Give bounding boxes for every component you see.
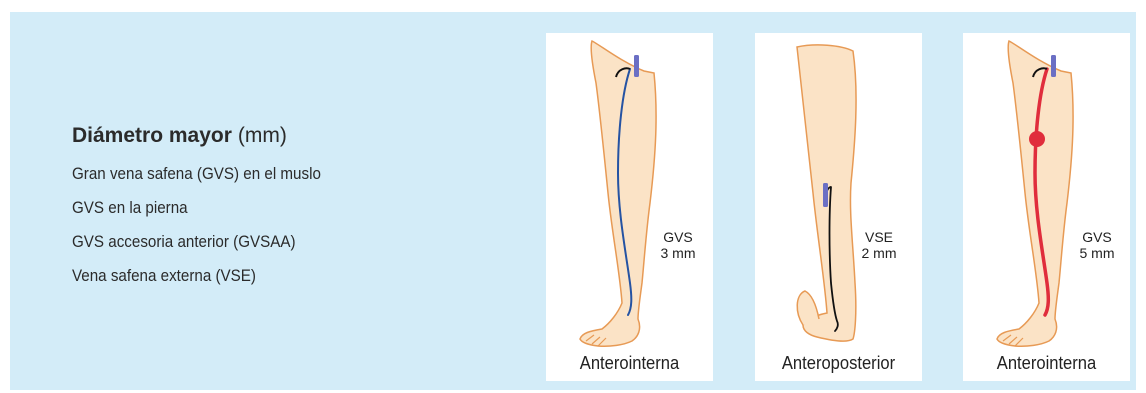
heel-shape: [797, 291, 819, 325]
view-caption-2: Anteroposterior: [762, 353, 916, 374]
measure-vein: GVS: [1067, 229, 1127, 245]
measure-diameter: 2 mm: [849, 245, 909, 261]
legend-item-vse: Vena safena externa (VSE): [72, 268, 321, 302]
ultrasound-marker: [823, 183, 828, 207]
legend-title-text: Diámetro mayor: [72, 124, 232, 148]
measure-vein: GVS: [648, 229, 708, 245]
ultrasound-marker: [634, 55, 639, 77]
legend-list: Gran vena safena (GVS) en el muslo GVS e…: [72, 166, 343, 302]
varicose-dilation: [1029, 131, 1045, 147]
measure-diameter: 3 mm: [648, 245, 708, 261]
leg-card-1: GVS 3 mm Anterointerna: [546, 33, 713, 381]
leg-illustration-3: [963, 33, 1130, 381]
measure-vein: VSE: [849, 229, 909, 245]
leg-card-3: GVS 5 mm Anterointerna: [963, 33, 1130, 381]
view-caption-3: Anterointerna: [970, 353, 1124, 374]
legend-item-gvs-calf: GVS en la pierna: [72, 200, 321, 234]
legend-item-gvs-thigh: Gran vena safena (GVS) en el muslo: [72, 166, 321, 200]
legend-title-unit: (mm): [238, 124, 287, 148]
leg-illustration-2: [755, 33, 922, 381]
view-caption-1: Anterointerna: [553, 353, 707, 374]
measure-diameter: 5 mm: [1067, 245, 1127, 261]
legend: Diámetro mayor (mm) Gran vena safena (GV…: [72, 124, 343, 302]
ultrasound-marker: [1051, 55, 1056, 77]
measure-label-2: VSE 2 mm: [849, 229, 909, 261]
legend-item-gvsaa: GVS accesoria anterior (GVSAA): [72, 234, 321, 268]
legend-title: Diámetro mayor (mm): [72, 124, 343, 148]
measure-label-3: GVS 5 mm: [1067, 229, 1127, 261]
measure-label-1: GVS 3 mm: [648, 229, 708, 261]
leg-card-2: VSE 2 mm Anteroposterior: [755, 33, 922, 381]
leg-illustration-1: [546, 33, 713, 381]
